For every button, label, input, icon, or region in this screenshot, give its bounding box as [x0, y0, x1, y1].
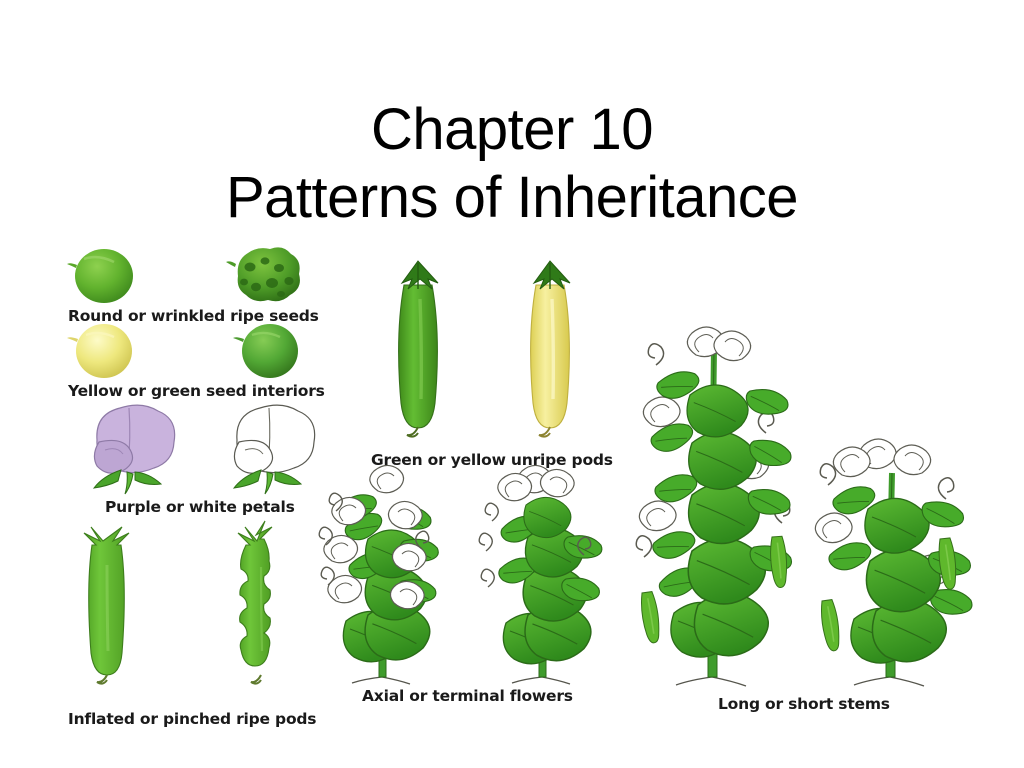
label-pod-shape: Inflated or pinched ripe pods	[68, 710, 317, 728]
title-line-1: Chapter 10	[371, 97, 653, 162]
white-flower-icon	[232, 404, 316, 495]
inflated-pod-icon	[83, 526, 130, 685]
stem-length-illustration	[635, 326, 976, 687]
petal-color-illustration	[92, 404, 316, 495]
trait-pod-color: Green or yellow unripe pods	[360, 255, 613, 469]
wrinkled-seed-icon	[226, 247, 300, 302]
seed-shape-illustration	[67, 247, 300, 303]
yellow-unripe-pod-icon	[530, 260, 571, 438]
pea-traits-figure: Round or wrinkled ripe seeds	[0, 240, 1024, 740]
trait-pod-shape: Inflated or pinched ripe pods	[60, 520, 330, 728]
green-seed-icon	[233, 324, 298, 378]
pinched-pod-icon	[237, 520, 273, 685]
label-seed-color: Yellow or green seed interiors	[68, 382, 325, 400]
label-pod-color: Green or yellow unripe pods	[371, 451, 613, 469]
title-line-2: Patterns of Inheritance	[225, 165, 799, 231]
green-unripe-pod-icon	[398, 260, 439, 438]
terminal-flowers-plant	[478, 464, 605, 685]
trait-seed-shape: Round or wrinkled ripe seeds	[60, 245, 330, 325]
label-flower-position: Axial or terminal flowers	[362, 687, 573, 705]
round-seed-icon	[67, 249, 133, 303]
yellow-seed-icon	[67, 324, 132, 378]
short-stem-plant	[814, 438, 976, 687]
label-flower-color: Purple or white petals	[105, 498, 295, 516]
long-stem-plant	[635, 326, 795, 687]
seed-color-illustration	[67, 324, 298, 378]
label-seed-shape: Round or wrinkled ripe seeds	[68, 307, 319, 325]
purple-flower-icon	[92, 404, 176, 495]
trait-flower-position: Axial or terminal flowers	[310, 464, 650, 715]
pod-color-illustration	[398, 260, 571, 438]
trait-seed-color: Yellow or green seed interiors	[60, 320, 330, 400]
axial-flowers-plant	[318, 464, 441, 685]
pod-shape-illustration	[83, 520, 273, 685]
trait-stem-length: Long or short stems	[630, 325, 1010, 720]
flower-position-illustration	[318, 464, 605, 685]
page-title: Chapter 10 Patterns of Inheritance	[0, 96, 1024, 233]
label-stem-length: Long or short stems	[718, 695, 890, 713]
trait-flower-color: Purple or white petals	[85, 400, 345, 516]
